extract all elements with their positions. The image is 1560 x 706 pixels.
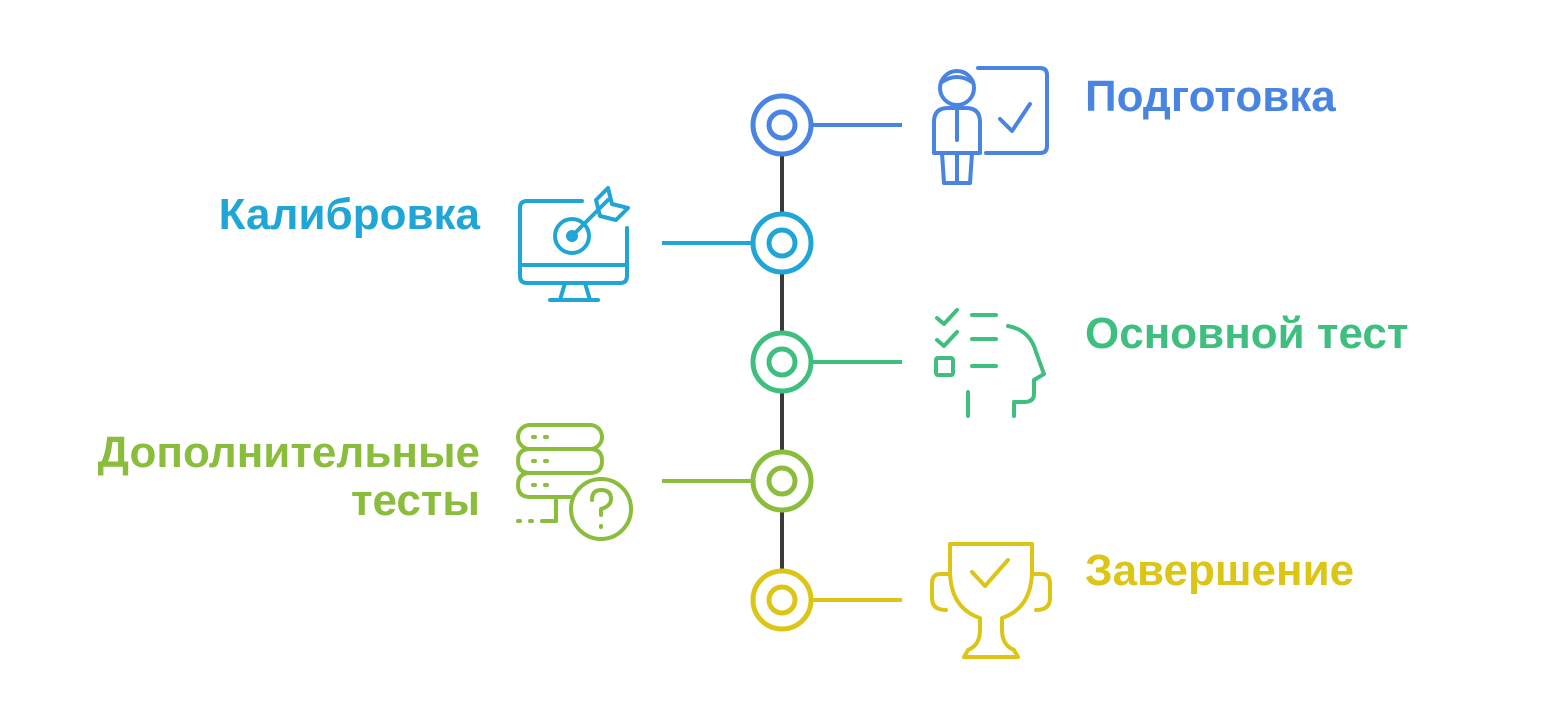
step-4 <box>516 423 814 541</box>
node-inner-4 <box>766 465 798 497</box>
step-label-2-line-1: Калибровка <box>218 190 480 239</box>
step-label-5: Завершение <box>1085 547 1354 595</box>
step-label-2: Калибровка <box>219 191 480 239</box>
database-question-icon <box>516 423 633 541</box>
teacher-board-icon <box>932 66 1049 185</box>
step-3 <box>750 308 1046 418</box>
step-label-4-line-2: тесты <box>350 476 480 525</box>
node-inner-5 <box>766 584 798 616</box>
step-label-5-line-1: Завершение <box>1085 546 1355 595</box>
node-inner-2 <box>766 227 798 259</box>
step-2 <box>518 186 814 302</box>
step-label-3-line-1: Основной тест <box>1085 309 1409 358</box>
trophy-check-icon <box>930 542 1052 659</box>
step-1 <box>750 66 1049 185</box>
monitor-target-icon <box>518 186 630 302</box>
step-label-3: Основной тест <box>1085 310 1408 358</box>
node-inner-3 <box>766 346 798 378</box>
head-checklist-icon <box>934 308 1046 418</box>
step-5 <box>750 542 1052 659</box>
step-label-4: Дополнительные тесты <box>98 429 480 525</box>
node-inner-1 <box>766 109 798 141</box>
step-label-1-line-1: Подготовка <box>1085 72 1336 121</box>
step-label-4-line-1: Дополнительные <box>97 428 480 477</box>
step-label-1: Подготовка <box>1085 73 1336 121</box>
